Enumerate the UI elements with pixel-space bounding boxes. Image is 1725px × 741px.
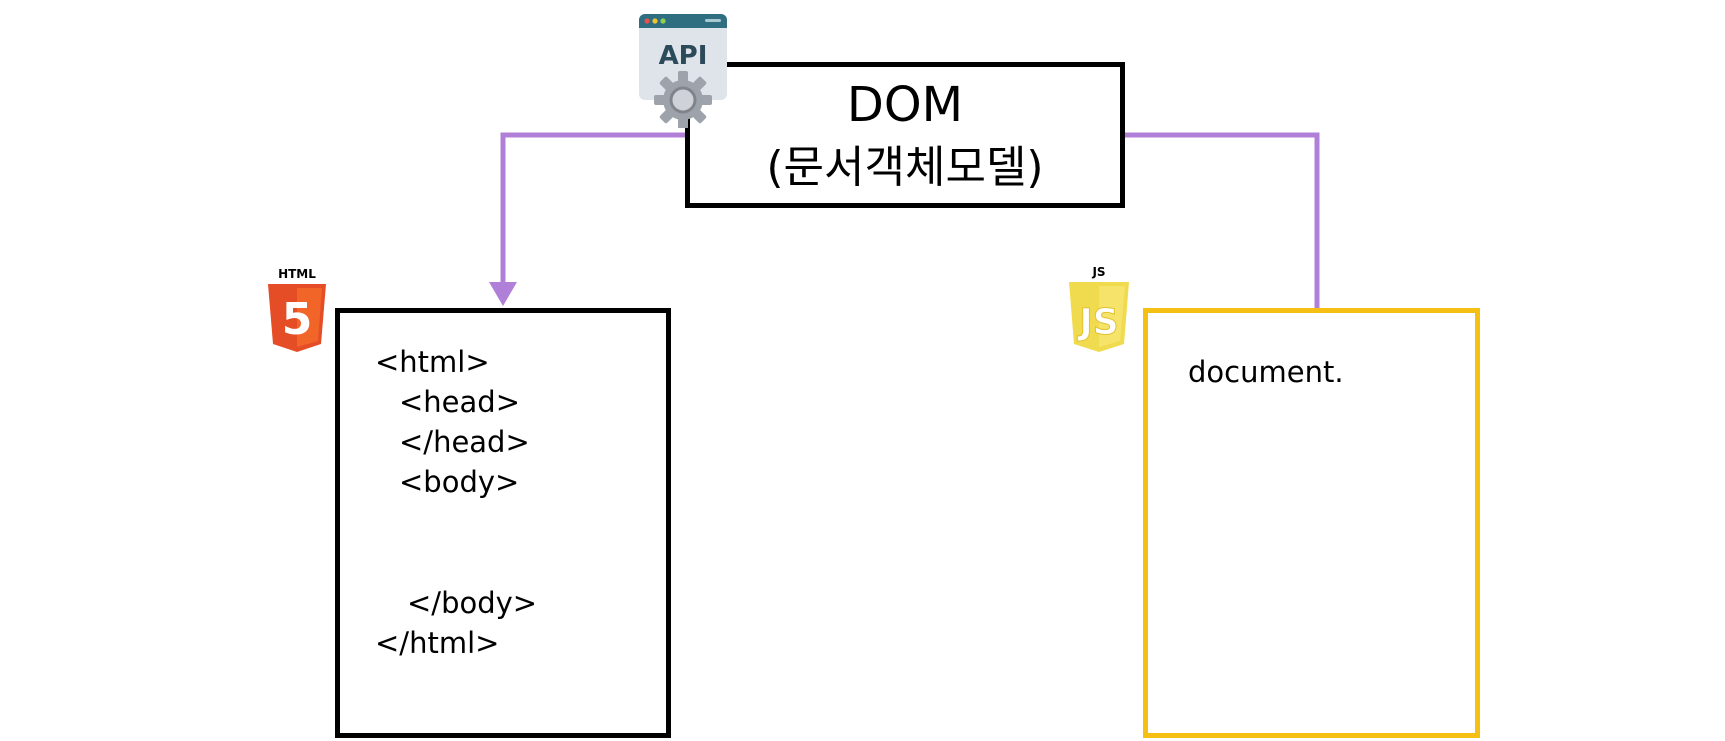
body-open-tag: <body> (399, 465, 520, 499)
arrowhead (489, 282, 517, 306)
dom-to-html-arrow (500, 132, 685, 290)
head-open-tag: <head> (399, 385, 520, 419)
html-document-box: <html> <head> </head> <body> </body> </h… (335, 308, 671, 738)
dom-box: DOM (문서객체모델) (685, 62, 1125, 208)
js-document-text: document. (1188, 355, 1344, 389)
html5-glyph: 5 (282, 294, 313, 345)
api-label: API (659, 41, 708, 71)
body-close-tag: </body> (407, 586, 538, 620)
html-close-tag: </html> (375, 626, 500, 660)
html-open-tag: <html> (375, 345, 490, 379)
api-settings-icon: API (639, 14, 727, 128)
javascript-logo-icon: JS JS (1069, 265, 1129, 352)
js-icon-label: JS (1091, 265, 1105, 279)
javascript-box: document. (1143, 308, 1480, 738)
js-glyph: JS (1076, 302, 1118, 343)
html5-logo-icon: HTML 5 (268, 267, 326, 352)
dom-title: DOM (846, 77, 964, 133)
head-close-tag: </head> (399, 425, 530, 459)
html5-label: HTML (278, 267, 316, 281)
dom-to-js-line (1125, 132, 1320, 308)
dom-subtitle: (문서객체모델) (766, 142, 1044, 193)
